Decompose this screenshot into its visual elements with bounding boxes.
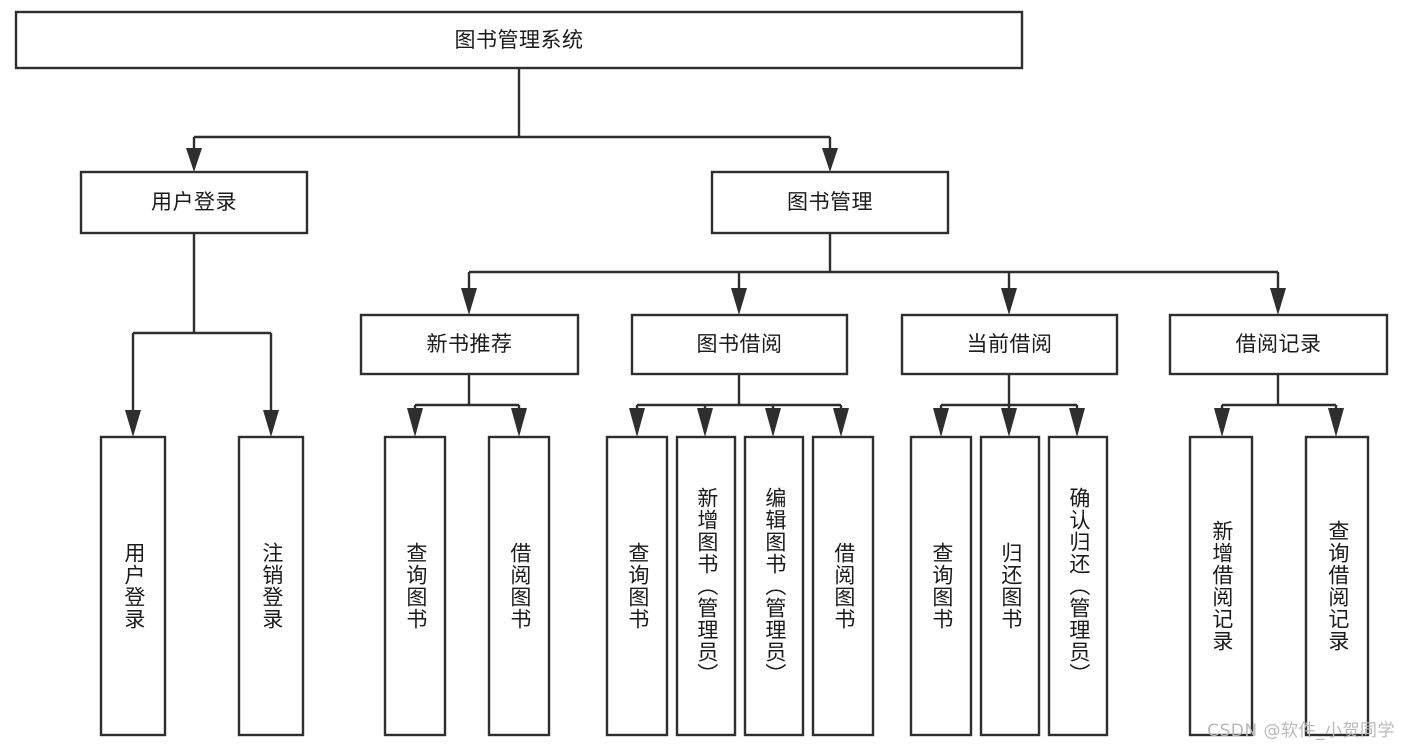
- arrowhead-leaf-confirm-return: [1069, 408, 1085, 437]
- box-leaf-query-book-3[interactable]: [909, 435, 973, 737]
- arrowhead-bookmanage: [822, 148, 838, 172]
- connector-group-bookmanage: [461, 233, 1286, 315]
- box-leaf-borrow-book-2[interactable]: [811, 435, 875, 737]
- label-book-borrow: 图书借阅: [696, 332, 783, 357]
- box-current-borrow[interactable]: [900, 313, 1119, 376]
- connector-group-borrowrecord: [1214, 374, 1344, 437]
- label-leaf-user-login: 用户登录: [121, 542, 146, 630]
- arrowhead-leaf-query-book-1: [407, 408, 423, 437]
- connector-group-userlogin: [125, 233, 279, 437]
- arrowhead-leaf-query-book-2: [629, 408, 645, 437]
- box-book-borrow[interactable]: [630, 313, 849, 376]
- label-root: 图书管理系统: [454, 27, 584, 52]
- box-leaf-confirm-return[interactable]: [1047, 435, 1109, 737]
- arrowhead-leaf-edit-book: [765, 408, 781, 437]
- arrowhead-leaf-add-record: [1214, 408, 1230, 437]
- label-leaf-borrow-book-1: 借阅图书: [507, 542, 532, 630]
- label-leaf-query-book-1: 查询图书: [403, 542, 428, 630]
- box-root[interactable]: [14, 10, 1024, 70]
- arrowhead-leaf-borrow-book-2: [833, 408, 849, 437]
- arrowhead-new-book-recommend: [461, 288, 477, 315]
- label-user-login: 用户登录: [151, 190, 237, 215]
- box-leaf-add-record[interactable]: [1188, 435, 1254, 737]
- arrowhead-leaf-query-book-3: [933, 408, 949, 437]
- box-leaf-query-book-2[interactable]: [605, 435, 669, 737]
- box-leaf-user-login[interactable]: [99, 435, 167, 737]
- label-leaf-query-record: 查询借阅记录: [1325, 520, 1350, 652]
- label-leaf-borrow-book-2: 借阅图书: [831, 542, 856, 630]
- arrowhead-leaf-add-book: [697, 408, 713, 437]
- label-leaf-query-book-2: 查询图书: [625, 542, 650, 630]
- box-leaf-add-book[interactable]: [675, 435, 737, 737]
- connector-group-root: [186, 68, 838, 172]
- arrowhead-book-borrow: [731, 288, 747, 315]
- arrowhead-leaf-query-record: [1328, 408, 1344, 437]
- arrowhead-current-borrow: [1001, 288, 1017, 315]
- label-leaf-add-record: 新增借阅记录: [1209, 520, 1234, 652]
- box-leaf-borrow-book-1[interactable]: [487, 435, 551, 737]
- label-new-book-recommend: 新书推荐: [426, 332, 513, 357]
- label-leaf-edit-book: 编辑图书（管理员）: [762, 487, 787, 685]
- box-leaf-edit-book[interactable]: [743, 435, 805, 737]
- arrowhead-leaf-borrow-book-1: [511, 408, 527, 437]
- box-borrow-record[interactable]: [1168, 313, 1389, 376]
- arrowhead-borrow-record: [1270, 288, 1286, 315]
- box-leaf-logout[interactable]: [237, 435, 305, 737]
- box-leaf-query-record[interactable]: [1304, 435, 1370, 737]
- arrowhead-leaf-user-login: [125, 410, 141, 437]
- arrowhead-userlogin: [186, 148, 202, 172]
- label-leaf-return-book: 归还图书: [998, 542, 1023, 630]
- label-leaf-add-book: 新增图书（管理员）: [694, 487, 719, 685]
- arrowhead-leaf-logout: [263, 410, 279, 437]
- box-leaf-query-book-1[interactable]: [383, 435, 447, 737]
- arrowhead-leaf-return-book: [1001, 408, 1017, 437]
- box-leaf-return-book[interactable]: [979, 435, 1041, 737]
- watermark-text: CSDN @软件_小贺同学: [1207, 721, 1395, 741]
- connector-group-currentborrow: [933, 374, 1085, 437]
- connector-group-newbook: [407, 374, 527, 437]
- label-current-borrow: 当前借阅: [966, 332, 1053, 357]
- label-leaf-logout: 注销登录: [259, 542, 284, 630]
- box-user-login[interactable]: [79, 170, 309, 235]
- label-borrow-record: 借阅记录: [1235, 332, 1322, 357]
- label-book-manage: 图书管理: [787, 190, 873, 215]
- label-leaf-confirm-return: 确认归还（管理员）: [1066, 487, 1091, 685]
- box-book-manage[interactable]: [710, 170, 950, 235]
- label-leaf-query-book-3: 查询图书: [929, 542, 954, 630]
- box-new-book-recommend[interactable]: [359, 313, 580, 376]
- connector-group-bookborrow: [629, 374, 849, 437]
